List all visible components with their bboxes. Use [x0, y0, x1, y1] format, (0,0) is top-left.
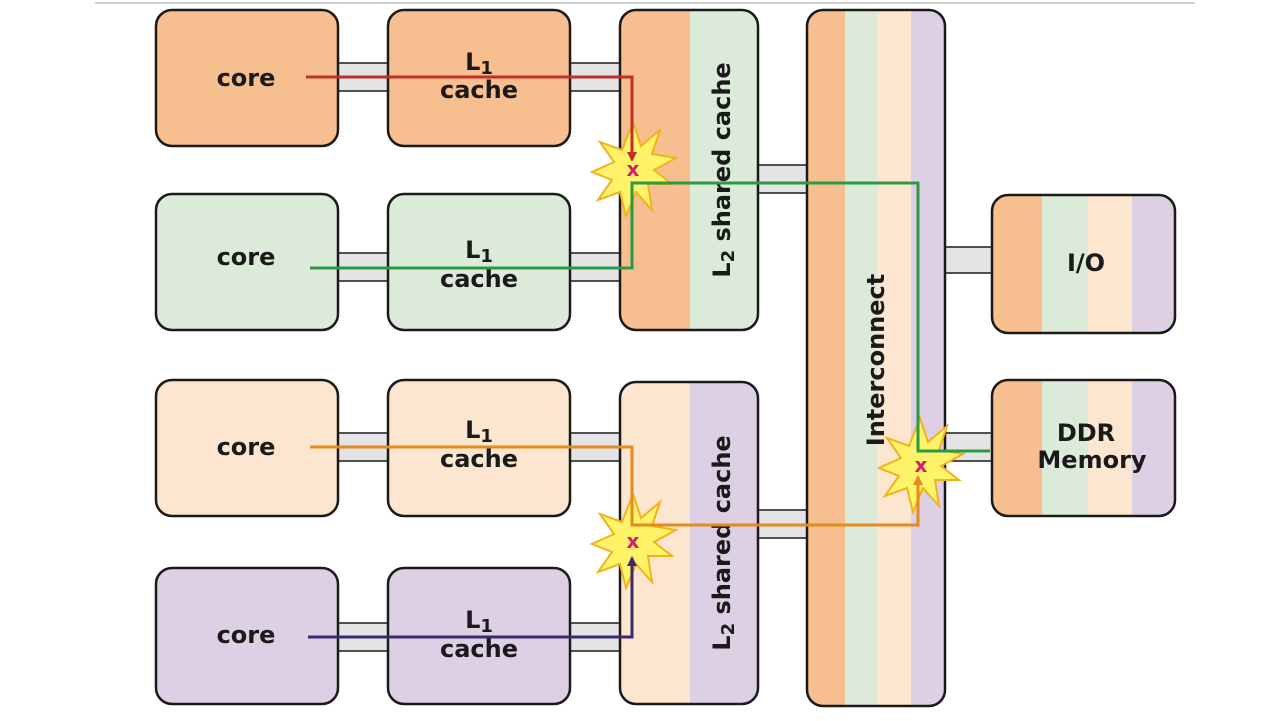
path-core2-green — [310, 181, 990, 453]
l2-shared-cache-label: L2 shared cache — [708, 62, 739, 277]
l1-cache-box-2: L1 cache — [386, 192, 572, 332]
l1-cache-label: L1 — [465, 48, 493, 79]
conflict-mark-top: x — [627, 157, 640, 181]
path-core3-orange — [310, 445, 923, 527]
l1-cache-label-line2: cache — [440, 445, 518, 473]
path-core1-red — [306, 75, 637, 162]
l1-cache-label: L1 — [465, 416, 493, 447]
ddr-label-line2: Memory — [1037, 446, 1146, 474]
io-label: I/O — [1067, 249, 1105, 277]
l1-cache-label-line2: cache — [440, 635, 518, 663]
l1-cache-label: L1 — [465, 606, 493, 637]
conflict-mark-interconnect: x — [915, 453, 928, 477]
ddr-memory-box: DDR Memory — [990, 378, 1177, 518]
bus-l2top-interconnect — [754, 164, 812, 194]
l1-cache-label-line2: cache — [440, 76, 518, 104]
conflict-burst-top — [589, 119, 680, 220]
core-label: core — [217, 621, 276, 649]
bus-interconnect-io — [940, 246, 997, 274]
core-box-1: core — [154, 8, 340, 148]
core-box-2: core — [154, 192, 340, 332]
l2-shared-cache-label: L2 shared cache — [708, 435, 739, 650]
l1-cache-label-line2: cache — [440, 265, 518, 293]
interconnect-label: Interconnect — [862, 274, 890, 446]
core-label: core — [217, 433, 276, 461]
io-box: I/O — [990, 193, 1177, 335]
conflict-mark-bottom: x — [627, 529, 640, 553]
path-core4-purple — [308, 556, 637, 639]
l1-cache-label: L1 — [465, 236, 493, 267]
interconnect-bus: Interconnect — [805, 8, 947, 708]
core-label: core — [217, 243, 276, 271]
core-label: core — [217, 64, 276, 92]
ddr-label-line1: DDR — [1057, 419, 1115, 447]
